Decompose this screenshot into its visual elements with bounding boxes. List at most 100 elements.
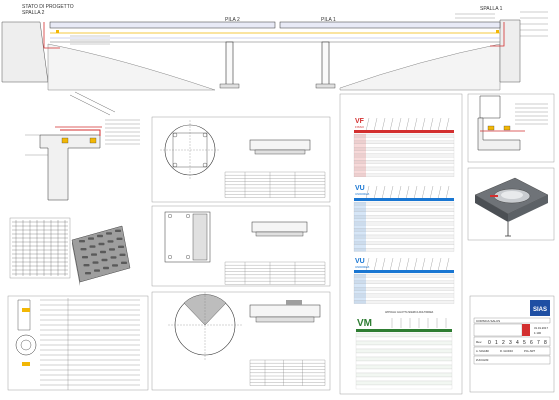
product-row-code	[354, 283, 366, 288]
product-row	[353, 211, 455, 216]
plate-slot	[79, 240, 85, 243]
product-row	[353, 218, 455, 222]
product-row	[353, 290, 455, 294]
company-logo-text: SIAS	[533, 307, 547, 313]
left-slope	[47, 43, 216, 91]
product-row-code	[354, 280, 366, 284]
product-row-code	[354, 231, 366, 235]
product-row	[353, 231, 455, 236]
vm-row	[355, 356, 453, 362]
header-tick	[413, 257, 418, 272]
elevation-status-label: STATO DI PROGETTO	[22, 4, 74, 10]
right-embankment	[499, 19, 521, 83]
header-tick	[389, 257, 394, 272]
vu-table-a: VU UNIDIREZ.	[353, 185, 455, 252]
vm-row	[355, 352, 453, 358]
product-row-code	[354, 205, 366, 209]
product-row	[353, 153, 455, 158]
plate-slot	[116, 237, 123, 240]
product-row	[353, 157, 455, 161]
title-block: SIAS CORSICA SALUS 31.01.2017 1:100 Rev.…	[469, 295, 555, 393]
plate-slot	[88, 237, 94, 240]
vu-code-b: VU	[355, 258, 365, 265]
approval-stamp	[522, 324, 530, 336]
header-tick	[437, 185, 442, 200]
product-row-code	[354, 167, 366, 171]
product-row-code	[354, 147, 366, 151]
product-row-code	[354, 297, 366, 301]
vm-row	[355, 348, 453, 354]
company-logo	[530, 300, 550, 316]
rev-label: Rev.	[476, 340, 482, 344]
vf-table: VF FISSO	[353, 117, 455, 178]
product-row	[353, 160, 455, 164]
pier-1	[321, 41, 330, 86]
vm-row	[355, 384, 453, 390]
plate-slot	[82, 256, 88, 259]
bearing-drawing-mid	[151, 205, 331, 287]
plate-slot	[83, 264, 90, 267]
header-tick	[405, 185, 410, 200]
header-tick	[373, 117, 378, 132]
bearing-section-1	[249, 139, 311, 151]
product-row	[353, 143, 455, 148]
product-row	[353, 297, 455, 301]
header-tick	[397, 117, 402, 132]
bearing-plate-plan-2	[164, 211, 211, 263]
right-slope	[339, 43, 501, 91]
product-row	[353, 140, 455, 145]
pila1-label: PILA 1	[321, 17, 336, 23]
vm-row	[355, 372, 453, 378]
revision-number: 1	[495, 340, 498, 346]
signature-a: A. SAVAINI	[476, 349, 489, 353]
product-row	[353, 173, 455, 178]
product-row	[353, 293, 455, 298]
vm-row	[355, 360, 453, 366]
product-row	[353, 234, 455, 239]
plate-slot	[85, 272, 91, 275]
product-row-code	[354, 160, 366, 164]
product-row-code	[354, 287, 366, 291]
product-row-code	[354, 143, 366, 148]
vu-sub-b: UNIDIREZ.	[355, 265, 370, 269]
product-row	[353, 273, 455, 278]
vm-table: VM APPOGGI CALOTTA SFERICA MULTIDIREZ.	[355, 311, 453, 390]
product-row-code	[354, 241, 366, 245]
product-row-code	[354, 244, 366, 249]
abutment2-rebar	[43, 22, 60, 49]
product-row	[353, 241, 455, 246]
plate-slot	[91, 253, 97, 256]
product-row	[353, 166, 455, 171]
left-embankment	[1, 21, 49, 83]
header-tick	[429, 257, 434, 272]
product-row	[353, 238, 455, 242]
header-tick	[405, 257, 410, 272]
product-row-code	[354, 218, 366, 222]
revision-number: 8	[544, 340, 547, 346]
plate-slot	[109, 248, 115, 251]
revision-number: 3	[509, 340, 512, 346]
header-tick	[445, 117, 450, 132]
header-tick	[373, 185, 378, 200]
revision-number: 4	[516, 340, 519, 346]
plate-slot	[115, 229, 121, 232]
scale-label: 1:100	[534, 331, 541, 335]
vm-row	[355, 332, 453, 338]
product-row-code	[354, 134, 366, 138]
plate-slot	[121, 261, 127, 264]
header-tick	[373, 257, 378, 272]
product-row-code	[354, 170, 366, 174]
header-tick	[429, 185, 434, 200]
product-row	[353, 225, 455, 229]
product-row-code	[354, 208, 366, 212]
plate-slot	[119, 253, 126, 256]
product-row-code	[354, 238, 366, 242]
vm-row	[355, 344, 453, 350]
header-tick	[381, 117, 386, 132]
pila2-label: PILA 2	[225, 17, 240, 23]
abutment-section-detail	[25, 91, 140, 201]
pier-cap-detail	[467, 93, 555, 163]
plate-slot	[106, 232, 112, 235]
bearing-drawing-top	[151, 116, 331, 203]
product-row	[353, 221, 455, 226]
